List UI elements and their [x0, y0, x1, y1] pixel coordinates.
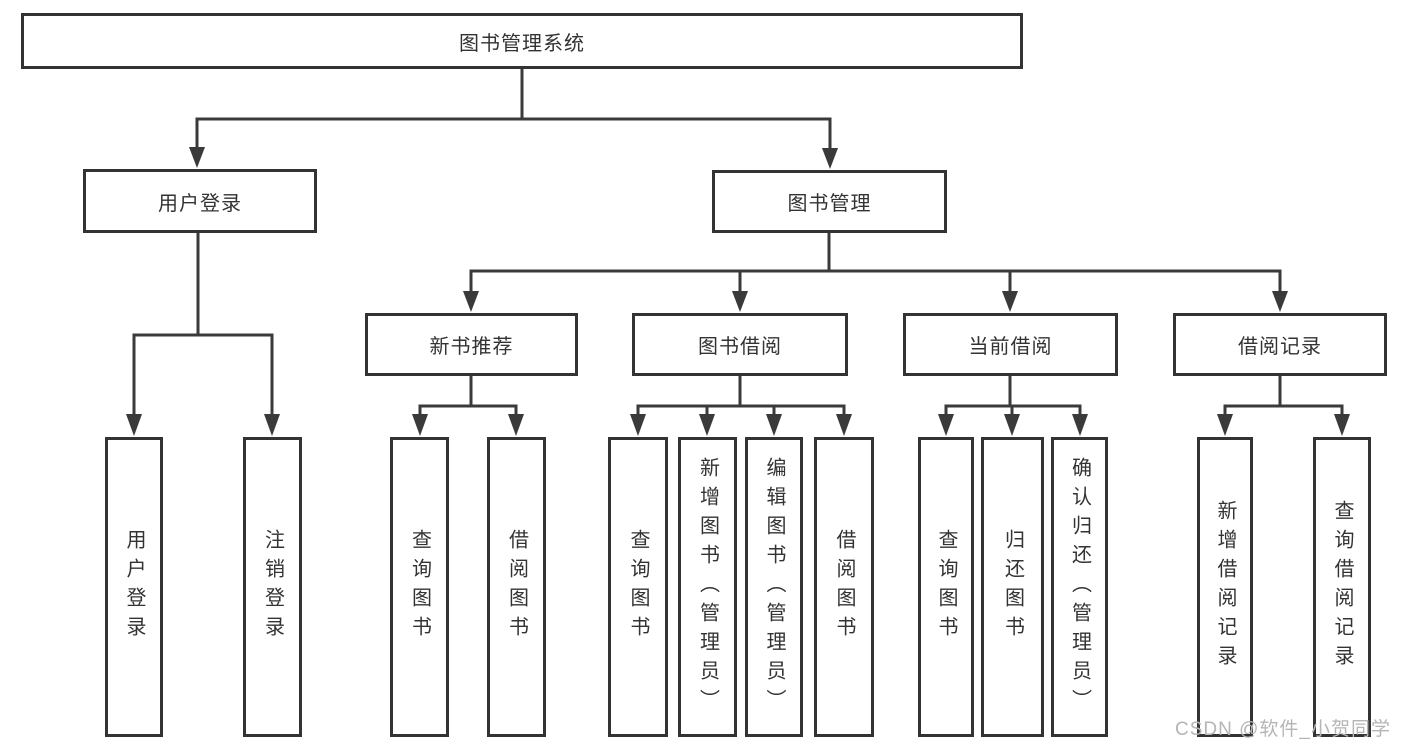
leaf-label: 编辑图书（管理员） [763, 456, 785, 718]
leaf-logout: 注销登录 [243, 437, 302, 737]
csdn-watermark: CSDN @软件_小贺同学 [1175, 719, 1391, 740]
leaf-query-books: 查询图书 [918, 437, 974, 737]
leaf-label: 查询借阅记录 [1331, 500, 1353, 674]
leaf-confirm-return-admin: 确认归还（管理员） [1051, 437, 1108, 737]
root-node-label: 图书管理系统 [459, 32, 585, 55]
leaf-label: 借阅图书 [505, 529, 528, 645]
leaf-user-login: 用户登录 [105, 437, 163, 737]
root-node-library-system: 图书管理系统 [21, 13, 1023, 69]
node-book-borrowing: 图书借阅 [632, 313, 848, 376]
node-book-management: 图书管理 [712, 170, 947, 233]
leaf-label: 归还图书 [1001, 529, 1024, 645]
leaf-label: 查询图书 [935, 529, 957, 645]
leaf-add-books-admin: 新增图书（管理员） [678, 437, 737, 737]
leaf-add-borrow-record: 新增借阅记录 [1197, 437, 1253, 737]
leaf-edit-books-admin: 编辑图书（管理员） [745, 437, 803, 737]
leaf-borrow-books: 借阅图书 [814, 437, 874, 737]
leaf-label: 借阅图书 [833, 529, 855, 645]
arrowheads [126, 147, 1350, 436]
leaf-query-books: 查询图书 [390, 437, 449, 737]
leaf-label: 新增图书（管理员） [696, 456, 719, 718]
node-label: 借阅记录 [1238, 336, 1322, 358]
node-label: 用户登录 [158, 192, 242, 215]
leaf-label: 用户登录 [123, 529, 145, 645]
leaf-label: 确认归还（管理员） [1068, 456, 1091, 718]
leaf-return-books: 归还图书 [981, 437, 1044, 737]
node-new-book-recommendation: 新书推荐 [365, 313, 578, 376]
leaf-label: 查询图书 [408, 529, 431, 645]
node-current-borrowing: 当前借阅 [903, 313, 1118, 376]
leaf-borrow-books: 借阅图书 [487, 437, 546, 737]
node-label: 图书管理 [787, 193, 872, 215]
leaf-query-books: 查询图书 [608, 437, 668, 737]
node-label: 图书借阅 [698, 336, 782, 358]
leaf-label: 新增借阅记录 [1214, 500, 1236, 674]
leaf-query-borrow-record: 查询借阅记录 [1313, 437, 1371, 737]
node-borrowing-records: 借阅记录 [1173, 313, 1387, 376]
leaf-label: 注销登录 [261, 529, 284, 645]
node-user-login: 用户登录 [83, 169, 317, 233]
node-label: 当前借阅 [968, 336, 1053, 358]
node-label: 新书推荐 [429, 336, 514, 358]
leaf-label: 查询图书 [627, 529, 649, 645]
